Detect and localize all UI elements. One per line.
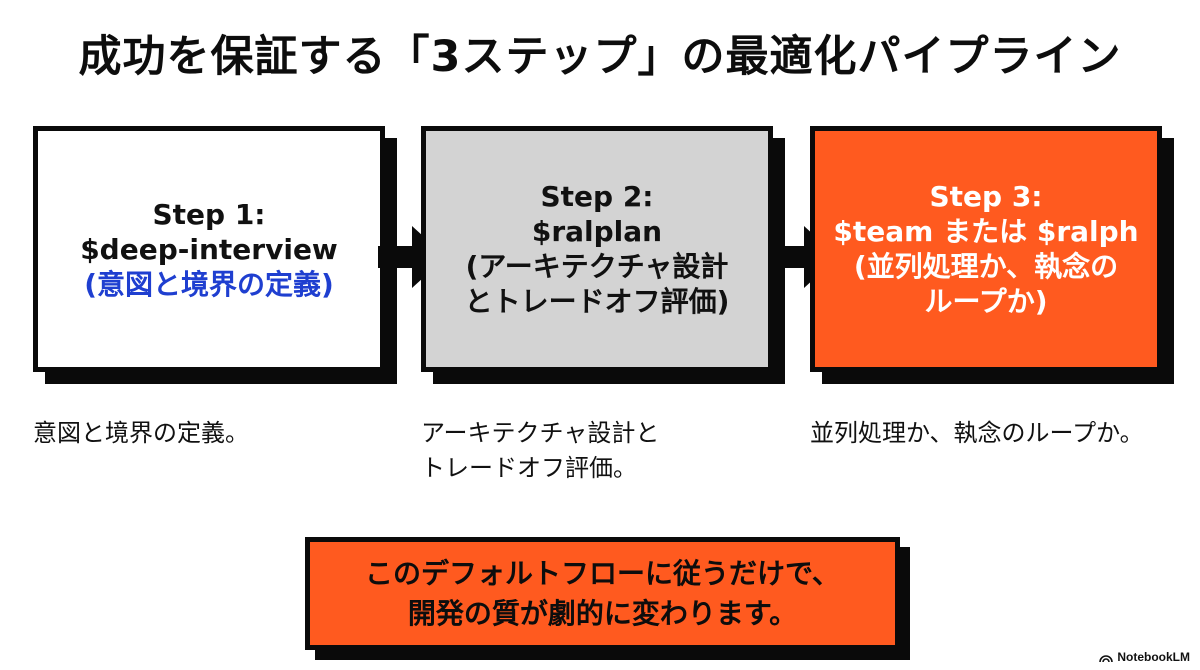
step-1-caption: 意図と境界の定義。 bbox=[33, 416, 249, 451]
step-2-command: $ralplan bbox=[531, 215, 663, 248]
step-3-detail-line-2: ループか) bbox=[924, 285, 1048, 318]
step-2-card: Step 2: $ralplan (アーキテクチャ設計 とトレードオフ評価) bbox=[421, 126, 785, 384]
banner-line-1: このデフォルトフローに従うだけで、 bbox=[365, 557, 840, 591]
step-2-label: Step 2: bbox=[540, 180, 654, 213]
step-1-box: Step 1: $deep-interview (意図と境界の定義) bbox=[33, 126, 385, 372]
caption-line: トレードオフ評価。 bbox=[421, 453, 637, 482]
step-2-detail-line-1: (アーキテクチャ設計 bbox=[465, 250, 729, 283]
step-1-label: Step 1: bbox=[152, 197, 266, 231]
step-2-detail-line-2: とトレードオフ評価) bbox=[464, 285, 730, 318]
banner-box: このデフォルトフローに従うだけで、 開発の質が劇的に変わります。 bbox=[305, 537, 900, 650]
brand-watermark: NotebookLM bbox=[1099, 650, 1190, 664]
step-1-command: $deep-interview bbox=[80, 232, 338, 266]
caption-line: 意図と境界の定義。 bbox=[33, 419, 249, 447]
step-2-box: Step 2: $ralplan (アーキテクチャ設計 とトレードオフ評価) bbox=[421, 126, 773, 372]
step-3-detail-line-1: (並列処理か、執念の bbox=[853, 250, 1119, 283]
step-1-detail: (意図と境界の定義) bbox=[84, 267, 334, 301]
caption-line: 並列処理か、執念のループか。 bbox=[810, 419, 1144, 447]
notebooklm-logo-icon bbox=[1099, 655, 1114, 662]
step-3-label: Step 3: bbox=[929, 180, 1043, 213]
caption-line: アーキテクチャ設計と bbox=[421, 419, 660, 447]
step-2-caption: アーキテクチャ設計と トレードオフ評価。 bbox=[421, 416, 659, 486]
step-3-card: Step 3: $team または $ralph (並列処理か、執念の ループか… bbox=[810, 126, 1174, 384]
step-3-box: Step 3: $team または $ralph (並列処理か、執念の ループか… bbox=[810, 126, 1162, 372]
step-3-caption: 並列処理か、執念のループか。 bbox=[810, 416, 1144, 451]
page-title: 成功を保証する「3ステップ」の最適化パイプライン bbox=[78, 32, 1122, 82]
step-3-command: $team または $ralph bbox=[833, 215, 1139, 248]
banner-line-2: 開発の質が劇的に変わります。 bbox=[407, 596, 798, 630]
brand-name: NotebookLM bbox=[1117, 650, 1190, 664]
step-1-card: Step 1: $deep-interview (意図と境界の定義) bbox=[33, 126, 397, 384]
summary-banner: このデフォルトフローに従うだけで、 開発の質が劇的に変わります。 bbox=[305, 537, 910, 660]
